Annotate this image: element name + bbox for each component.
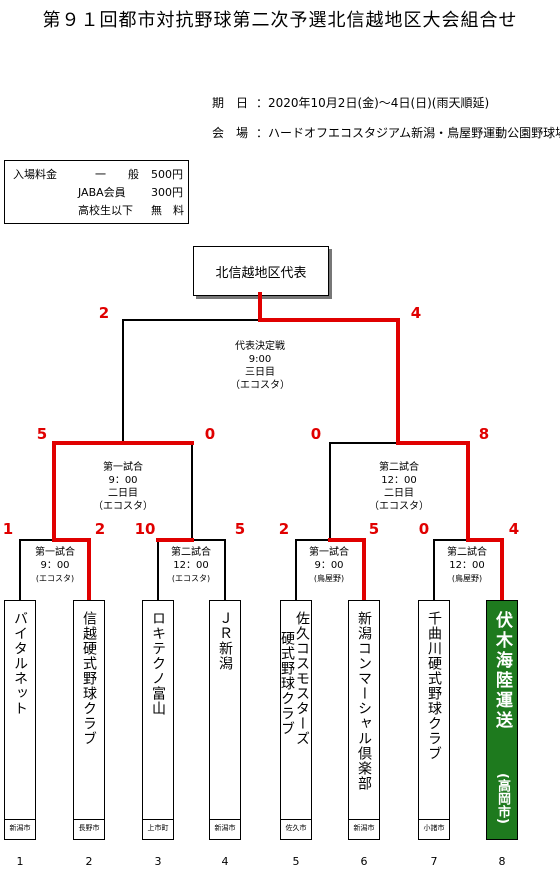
semi1-score-right: 0 <box>204 425 216 443</box>
semi1-time: 9：00 <box>108 475 138 486</box>
final-venue: （エコスタ） <box>230 380 290 391</box>
team-name: ロキテクノ富山 <box>150 611 166 716</box>
final-day: 三日目 <box>245 367 275 378</box>
game1-score-right: 2 <box>94 520 106 538</box>
final-time: 9:00 <box>248 354 272 365</box>
fee-price: 無 料 <box>151 204 184 217</box>
divider <box>349 819 379 820</box>
final-game-label: 代表決定戦 9:00 三日目 （エコスタ） <box>210 340 310 392</box>
team-name: ＪＲ新潟 <box>217 611 233 671</box>
game1-label: 第一試合 9：00 (エコスタ) <box>24 546 86 585</box>
game2-time: 12：00 <box>173 560 209 571</box>
team-number: 8 <box>498 855 506 868</box>
divider <box>74 819 104 820</box>
game4-label: 第二試合 12：00 (鳥屋野) <box>436 546 498 585</box>
fee-type: 高校生以下 <box>78 204 133 217</box>
game3-score-left: 2 <box>278 520 290 538</box>
game3-time: 9：00 <box>314 560 344 571</box>
game2-score-right: 5 <box>234 520 246 538</box>
game1-time: 9：00 <box>40 560 70 571</box>
game4-time: 12：00 <box>449 560 485 571</box>
team-name-line2: 硬式野球クラブ <box>279 631 295 736</box>
semi1-venue: （エコスタ） <box>93 501 153 512</box>
team-number: 5 <box>292 855 300 868</box>
final-score-right: 4 <box>410 304 422 322</box>
fee-type: JABA会員 <box>78 186 126 199</box>
semi1-game-label: 第一試合 9：00 二日目 （エコスタ） <box>73 461 173 513</box>
team-number: 4 <box>221 855 229 868</box>
team-name: 伏木海陸運送 <box>492 611 512 731</box>
fee-type: 一 般 <box>95 168 139 181</box>
semi2-name: 第二試合 <box>379 462 419 473</box>
game3-label: 第一試合 9：00 (鳥屋野) <box>298 546 360 585</box>
semi1-name: 第一試合 <box>103 462 143 473</box>
team-city: 新潟市 <box>353 824 375 832</box>
divider <box>143 819 173 820</box>
game4-venue: (鳥屋野) <box>451 574 483 583</box>
game4-score-left: 0 <box>418 520 430 538</box>
game3-score-right: 5 <box>368 520 380 538</box>
final-score-left: 2 <box>98 304 110 322</box>
game2-score-left: 10 <box>134 520 156 538</box>
game4-name: 第二試合 <box>447 547 487 558</box>
semi2-game-label: 第二試合 12：00 二日目 （エコスタ） <box>349 461 449 513</box>
team-number: 2 <box>85 855 93 868</box>
team-box: バイタルネット 新潟市 <box>4 600 36 840</box>
page-title: 第９１回都市対抗野球第二次予選北信越地区大会組合せ <box>42 10 518 31</box>
team-box: ロキテクノ富山 上市町 <box>142 600 174 840</box>
final-name: 代表決定戦 <box>235 341 285 352</box>
venue-value: ：ハードオフエコスタジアム新潟・鳥屋野運動公園野球場 <box>256 126 560 140</box>
team-name: バイタルネット <box>12 611 28 716</box>
game2-venue: (エコスタ) <box>171 574 211 583</box>
fee-header: 入場料金 <box>13 168 57 181</box>
team-city: 長野市 <box>78 824 100 832</box>
semi2-day: 二日目 <box>384 488 414 499</box>
schedule-value: ：2020年10月2日(金)～4日(日)(雨天順延) <box>256 96 490 110</box>
semi1-score-left: 5 <box>36 425 48 443</box>
semi2-venue: （エコスタ） <box>369 501 429 512</box>
semi2-time: 12：00 <box>381 475 417 486</box>
game1-score-left: 1 <box>2 520 14 538</box>
game2-label: 第二試合 12：00 (エコスタ) <box>160 546 222 585</box>
game2-name: 第二試合 <box>171 547 211 558</box>
game1-name: 第一試合 <box>35 547 75 558</box>
semi2-score-right: 8 <box>478 425 490 443</box>
divider <box>281 819 311 820</box>
game3-name: 第一試合 <box>309 547 349 558</box>
team-city: (高岡市) <box>495 773 510 824</box>
schedule-label: 期 日 <box>212 96 249 110</box>
team-city: 新潟市 <box>9 824 31 832</box>
team-number: 3 <box>154 855 162 868</box>
venue-label: 会 場 <box>212 126 249 140</box>
team-name: 佐久コスモスターズ <box>294 611 310 746</box>
game1-venue: (エコスタ) <box>35 574 75 583</box>
divider <box>419 819 449 820</box>
team-name: 千曲川硬式野球クラブ <box>426 611 442 761</box>
team-city: 小諸市 <box>423 824 445 832</box>
team-box: 信越硬式野球クラブ 長野市 <box>73 600 105 840</box>
semi1-day: 二日目 <box>108 488 138 499</box>
team-number: 7 <box>430 855 438 868</box>
team-number: 6 <box>360 855 368 868</box>
fee-price: 300円 <box>151 186 183 199</box>
divider <box>5 819 35 820</box>
team-city: 上市町 <box>147 824 169 832</box>
team-number: 1 <box>16 855 24 868</box>
team-box: ＪＲ新潟 新潟市 <box>209 600 241 840</box>
game3-venue: (鳥屋野) <box>313 574 345 583</box>
team-name: 新潟コンマーシャル倶楽部 <box>356 611 372 791</box>
winner-team-box: 伏木海陸運送 (高岡市) <box>486 600 518 840</box>
admission-fee-box: 入場料金 一 般 500円 JABA会員 300円 高校生以下 無 料 <box>4 160 189 224</box>
semi2-score-left: 0 <box>310 425 322 443</box>
team-box: 千曲川硬式野球クラブ 小諸市 <box>418 600 450 840</box>
fee-price: 500円 <box>151 168 183 181</box>
team-box: 佐久コスモスターズ 硬式野球クラブ 佐久市 <box>279 600 312 840</box>
game4-score-right: 4 <box>508 520 520 538</box>
team-city: 佐久市 <box>285 824 307 832</box>
divider <box>210 819 240 820</box>
team-name: 信越硬式野球クラブ <box>81 611 97 746</box>
team-box: 新潟コンマーシャル倶楽部 新潟市 <box>348 600 380 840</box>
team-city: 新潟市 <box>214 824 236 832</box>
